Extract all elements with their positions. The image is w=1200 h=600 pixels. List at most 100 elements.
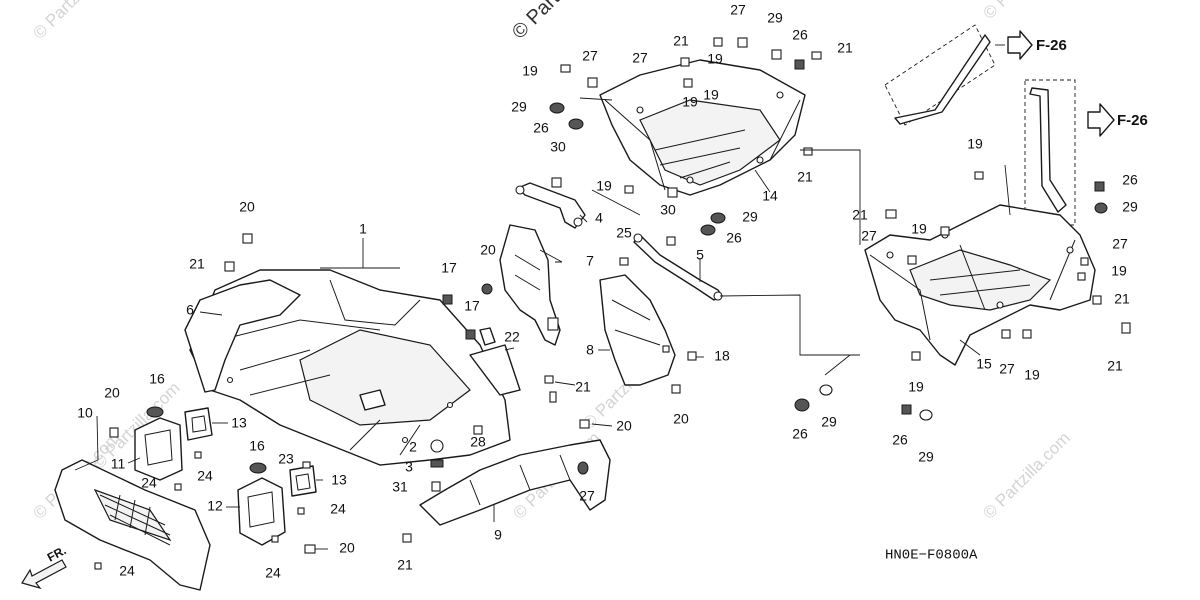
callout-label: 22 <box>504 329 520 345</box>
callout-label: 23 <box>278 451 294 467</box>
callout-label: 21 <box>397 557 413 573</box>
vent-11 <box>134 417 183 481</box>
callout-label: 13 <box>231 415 247 431</box>
front-grille-10 <box>54 459 211 591</box>
callout-label: 20 <box>239 199 255 215</box>
callout-label: 19 <box>596 178 612 194</box>
callout-label: 9 <box>494 527 502 543</box>
clip-16b <box>249 462 267 474</box>
callout-label: 20 <box>673 411 689 427</box>
callout-label: 6 <box>186 302 194 318</box>
panel-8 <box>599 274 676 386</box>
callout-label: 10 <box>77 405 93 421</box>
callout-label: 19 <box>707 51 723 67</box>
callout-label: 24 <box>330 501 346 517</box>
callout-label: 29 <box>767 10 783 26</box>
callout-label: 30 <box>660 202 676 218</box>
vent-12 <box>237 477 286 546</box>
rear-fender-14 <box>599 59 806 196</box>
front-arrow-icon <box>21 559 67 590</box>
callout-label: 7 <box>586 253 594 269</box>
callout-label: 16 <box>149 371 165 387</box>
callout-label: 25 <box>616 225 632 241</box>
callout-label: 21 <box>575 379 591 395</box>
callout-label: 19 <box>908 379 924 395</box>
callout-label: 29 <box>821 414 837 430</box>
diagram-code: HN0E−F0800A <box>885 548 978 564</box>
callout-label: 28 <box>470 434 486 450</box>
callout-label: 17 <box>441 260 457 276</box>
stay-rod-5 <box>633 233 723 301</box>
callout-label: 26 <box>792 426 808 442</box>
mudguard-9 <box>419 439 611 526</box>
callout-label: 24 <box>141 475 157 491</box>
callout-label: 19 <box>967 136 983 152</box>
callout-label: 21 <box>1114 291 1130 307</box>
callout-label: 4 <box>595 210 603 226</box>
watermark-text: © Partzilla.com <box>979 428 1073 522</box>
front-fender-1 <box>189 269 511 466</box>
bracket-22 <box>469 327 521 396</box>
rear-fender-15 <box>864 204 1096 366</box>
callout-label: 26 <box>892 432 908 448</box>
callout-label: 15 <box>976 356 992 372</box>
callout-label: 19 <box>522 63 538 79</box>
callout-label: 31 <box>392 479 408 495</box>
callout-label: 21 <box>673 33 689 49</box>
front-direction-indicator: FR. <box>21 543 69 590</box>
callout-label: 20 <box>480 242 496 258</box>
callout-label: 27 <box>582 48 598 64</box>
watermark-text-top: © Part <box>508 0 564 44</box>
callout-label: 29 <box>511 99 527 115</box>
callout-label: 19 <box>1111 263 1127 279</box>
callout-label: 12 <box>207 498 223 514</box>
callout-label: 26 <box>726 230 742 246</box>
callout-layer: 1 2 3 4 5 6 7 8 9 10 11 12 13 13 14 15 1… <box>77 2 1138 581</box>
callout-label: 20 <box>339 540 355 556</box>
callout-label: 19 <box>703 87 719 103</box>
callout-label: 3 <box>405 459 413 475</box>
callout-label: 26 <box>792 27 808 43</box>
front-direction-label: FR. <box>45 543 69 564</box>
callout-label: 13 <box>331 472 347 488</box>
leader-lines <box>74 97 1011 550</box>
callout-label: 29 <box>918 449 934 465</box>
callout-label: 14 <box>762 188 778 204</box>
watermark-text: © Partzilla.com <box>979 0 1073 23</box>
callout-label: 19 <box>911 221 927 237</box>
callout-label: 1 <box>359 221 367 237</box>
callout-label: 21 <box>837 40 853 56</box>
callout-label: 20 <box>104 385 120 401</box>
callout-label: 21 <box>189 256 205 272</box>
callout-label: 21 <box>1107 358 1123 374</box>
rubber-13a <box>184 407 213 441</box>
callout-label: 17 <box>464 298 480 314</box>
callout-label: 29 <box>742 209 758 225</box>
watermark-text: © Partzilla.com <box>29 0 123 43</box>
callout-label: 27 <box>632 50 648 66</box>
callout-label: 18 <box>714 348 730 364</box>
callout-label: 19 <box>1024 367 1040 383</box>
callout-label: 21 <box>852 207 868 223</box>
callout-label: 5 <box>696 247 704 263</box>
callout-label: 27 <box>861 228 877 244</box>
callout-label: 27 <box>999 361 1015 377</box>
panel-7 <box>499 224 561 346</box>
callout-label: 11 <box>111 456 126 472</box>
callout-label: 24 <box>197 468 213 484</box>
callout-label: 30 <box>550 139 566 155</box>
rubber-13b <box>289 465 317 497</box>
ref-f26-top: F-26 <box>1036 37 1067 54</box>
callout-label: 19 <box>682 94 698 110</box>
callout-label: 21 <box>797 169 813 185</box>
callout-label: 24 <box>265 565 281 581</box>
clip-16a <box>146 406 164 418</box>
callout-label: 8 <box>586 342 594 358</box>
hardware-layer <box>94 37 1131 570</box>
callout-label: 27 <box>579 488 595 504</box>
ref-box-top: F-26 <box>884 24 1067 126</box>
callout-label: 2 <box>409 439 417 455</box>
callout-label: 27 <box>730 2 746 18</box>
callout-label: 20 <box>616 418 632 434</box>
